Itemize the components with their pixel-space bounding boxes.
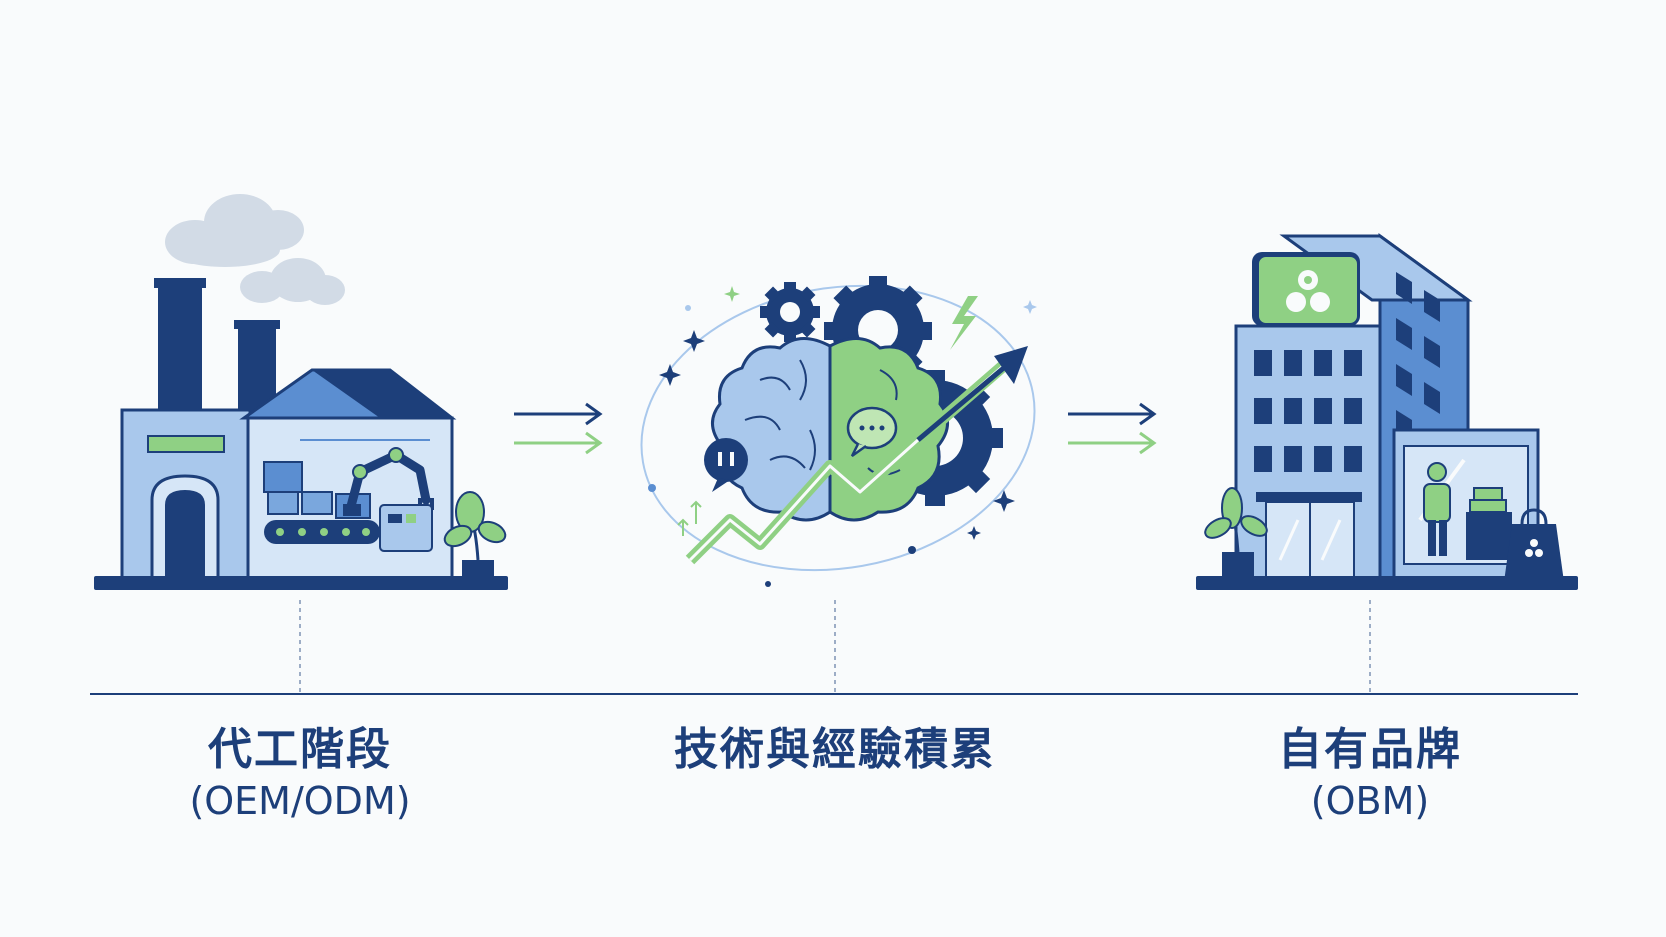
stage-label-obm: 自有品牌 (OBM) bbox=[1210, 724, 1530, 826]
chat-bubble-icon bbox=[846, 406, 898, 458]
person-icon bbox=[1423, 462, 1451, 556]
double-arrow-icon bbox=[1068, 402, 1157, 455]
stage-label-oem: 代工階段 (OEM/ODM) bbox=[130, 724, 470, 826]
double-arrow-icon bbox=[514, 402, 603, 455]
chat-bubble-icon bbox=[704, 438, 748, 492]
stage-subtitle: (OEM/ODM) bbox=[189, 779, 411, 823]
stage-label-accumulation: 技術與經驗積累 bbox=[590, 724, 1080, 776]
brain-gears-icon bbox=[640, 276, 1037, 587]
stage-title: 技術與經驗積累 bbox=[674, 724, 996, 775]
timeline bbox=[90, 600, 1578, 695]
brand-logo-sign bbox=[1252, 252, 1360, 326]
robot-arm-icon bbox=[343, 447, 434, 516]
shopping-bag-icon bbox=[1504, 508, 1564, 582]
stage-subtitle: (OBM) bbox=[1310, 779, 1430, 823]
growth-arrow-icon bbox=[685, 346, 1028, 565]
gear-icon bbox=[760, 282, 820, 342]
lightning-icon bbox=[950, 296, 978, 350]
smoke-cloud-icon bbox=[165, 194, 345, 305]
factory-icon bbox=[94, 194, 508, 590]
up-arrows-icon bbox=[677, 500, 702, 536]
plant-icon bbox=[1204, 487, 1268, 578]
sparkle-icon bbox=[659, 286, 1037, 540]
stage-title: 代工階段 bbox=[208, 724, 392, 775]
brand-building-icon bbox=[1196, 233, 1578, 590]
stage-title: 自有品牌 bbox=[1278, 724, 1462, 775]
